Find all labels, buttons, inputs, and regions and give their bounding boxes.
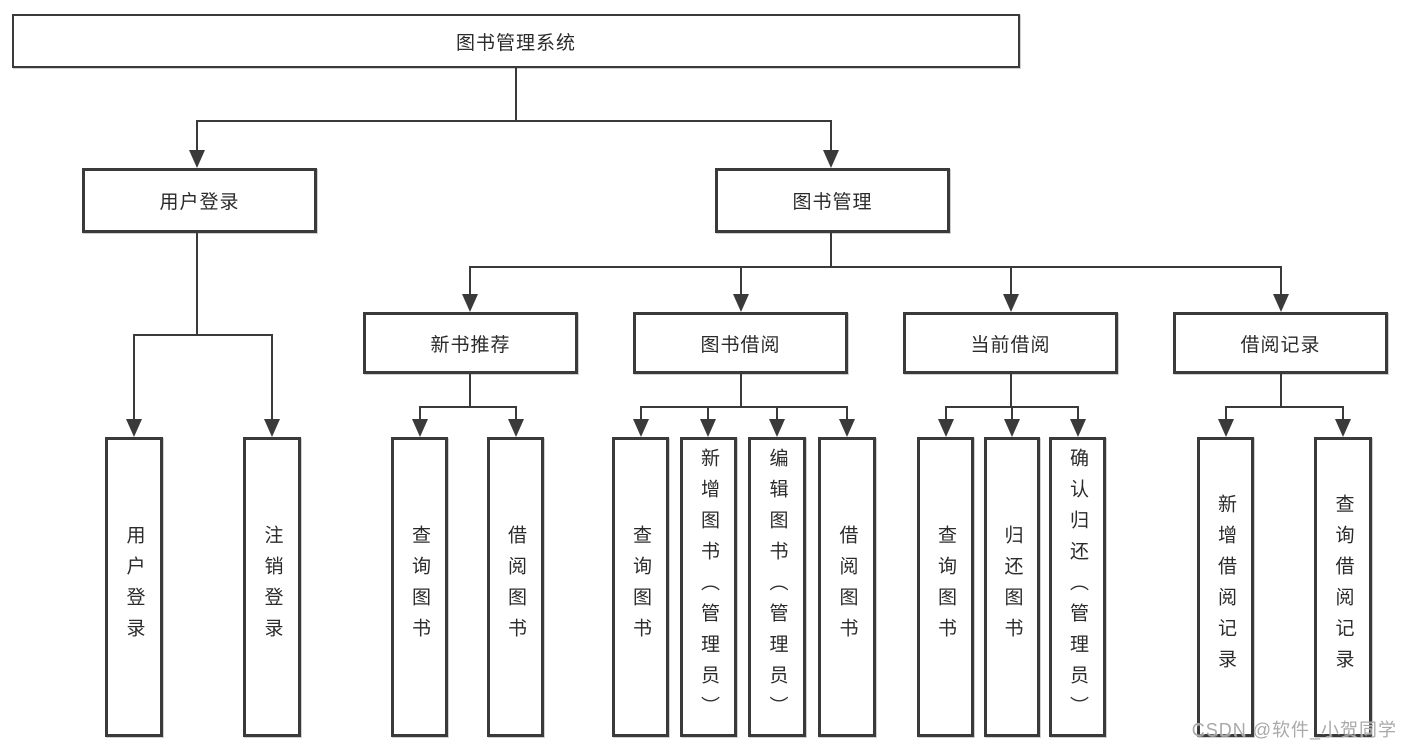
- connector-line: [846, 406, 848, 421]
- node-leaf-borrow-books-2: 借阅图书: [818, 437, 876, 737]
- node-leaf-query-borrow-record: 查询借阅记录: [1314, 437, 1372, 737]
- leaf-label: 查询图书: [935, 525, 956, 649]
- leaf-label: 查询借阅记录: [1332, 494, 1354, 680]
- arrowhead-down: [633, 419, 649, 437]
- leaf-label: 新增图书（管理员）: [698, 447, 719, 727]
- arrowhead-down: [1003, 294, 1019, 312]
- connector-line: [830, 233, 832, 268]
- node-current-borrowing-label: 当前借阅: [970, 334, 1051, 356]
- node-new-book-recommend-label: 新书推荐: [430, 334, 511, 356]
- arrowhead-down: [700, 419, 716, 437]
- leaf-label: 注销登录: [261, 525, 283, 649]
- node-book-management-label: 图书管理: [792, 192, 873, 213]
- node-leaf-add-book-admin: 新增图书（管理员）: [680, 437, 737, 737]
- arrowhead-down: [126, 419, 142, 437]
- connector-line: [1280, 266, 1282, 296]
- arrowhead-down: [1335, 419, 1351, 437]
- connector-line: [271, 334, 273, 421]
- connector-line: [707, 406, 709, 421]
- connector-line: [640, 406, 642, 421]
- connector-line: [515, 68, 517, 120]
- node-new-book-recommend: 新书推荐: [363, 312, 578, 374]
- node-leaf-add-borrow-record: 新增借阅记录: [1197, 437, 1254, 737]
- node-leaf-borrow-books-1: 借阅图书: [487, 437, 544, 737]
- arrowhead-down: [264, 419, 280, 437]
- connector-line: [469, 266, 1282, 268]
- leaf-label: 查询图书: [409, 525, 430, 649]
- connector-line: [196, 233, 198, 336]
- node-borrowing-records: 借阅记录: [1173, 312, 1388, 374]
- connector-line: [469, 374, 471, 408]
- connector-line: [1280, 374, 1282, 408]
- arrowhead-down: [1070, 419, 1086, 437]
- node-user-login-label: 用户登录: [159, 192, 240, 213]
- connector-line: [740, 374, 742, 408]
- node-leaf-user-login: 用户登录: [105, 437, 163, 737]
- leaf-label: 确认归还（管理员）: [1067, 447, 1088, 727]
- connector-line: [1011, 406, 1013, 421]
- connector-line: [419, 406, 421, 421]
- leaf-label: 编辑图书（管理员）: [766, 447, 788, 727]
- leaf-label: 新增借阅记录: [1215, 494, 1236, 680]
- connector-line: [1077, 406, 1079, 421]
- node-book-borrowing: 图书借阅: [633, 312, 848, 374]
- connector-line: [1225, 406, 1227, 421]
- arrowhead-down: [1218, 419, 1234, 437]
- leaf-label: 查询图书: [630, 525, 651, 649]
- arrowhead-down: [1004, 419, 1020, 437]
- node-current-borrowing: 当前借阅: [903, 312, 1118, 374]
- connector-line: [1010, 374, 1012, 408]
- leaf-label: 借阅图书: [505, 525, 526, 649]
- node-system-root: 图书管理系统: [12, 14, 1020, 68]
- connector-line: [419, 406, 517, 408]
- arrowhead-down: [839, 419, 855, 437]
- connector-line: [740, 266, 742, 296]
- node-system-root-label: 图书管理系统: [455, 32, 576, 54]
- arrowhead-down: [938, 419, 954, 437]
- arrowhead-down: [189, 150, 205, 168]
- arrowhead-down: [412, 419, 428, 437]
- arrowhead-down: [823, 150, 839, 168]
- connector-line: [776, 406, 778, 421]
- connector-line: [469, 266, 471, 296]
- node-leaf-confirm-return-admin: 确认归还（管理员）: [1049, 437, 1106, 737]
- node-borrowing-records-label: 借阅记录: [1240, 334, 1321, 356]
- leaf-label: 借阅图书: [836, 525, 858, 649]
- node-leaf-logout: 注销登录: [243, 437, 301, 737]
- connector-line: [945, 406, 947, 421]
- csdn-watermark: CSDN @软件_小贺同学: [1191, 720, 1397, 740]
- node-book-management: 图书管理: [715, 168, 950, 233]
- node-leaf-query-books-3: 查询图书: [917, 437, 974, 737]
- connector-line: [133, 334, 135, 421]
- leaf-label: 归还图书: [1001, 525, 1023, 649]
- node-leaf-return-book: 归还图书: [984, 437, 1040, 737]
- arrowhead-down: [508, 419, 524, 437]
- arrowhead-down: [733, 294, 749, 312]
- node-book-borrowing-label: 图书借阅: [700, 334, 781, 356]
- arrowhead-down: [462, 294, 478, 312]
- node-leaf-edit-book-admin: 编辑图书（管理员）: [748, 437, 806, 737]
- node-leaf-query-books-1: 查询图书: [391, 437, 448, 737]
- arrowhead-down: [769, 419, 785, 437]
- node-user-login: 用户登录: [82, 168, 317, 233]
- connector-line: [133, 334, 273, 336]
- connector-line: [830, 120, 832, 154]
- connector-line: [640, 406, 847, 408]
- connector-line: [515, 406, 517, 421]
- leaf-label: 用户登录: [123, 525, 145, 649]
- connector-line: [196, 120, 832, 122]
- connector-line: [1342, 406, 1344, 421]
- node-leaf-query-books-2: 查询图书: [612, 437, 669, 737]
- connector-line: [196, 120, 198, 154]
- arrowhead-down: [1273, 294, 1289, 312]
- connector-line: [1225, 406, 1343, 408]
- connector-line: [1010, 266, 1012, 296]
